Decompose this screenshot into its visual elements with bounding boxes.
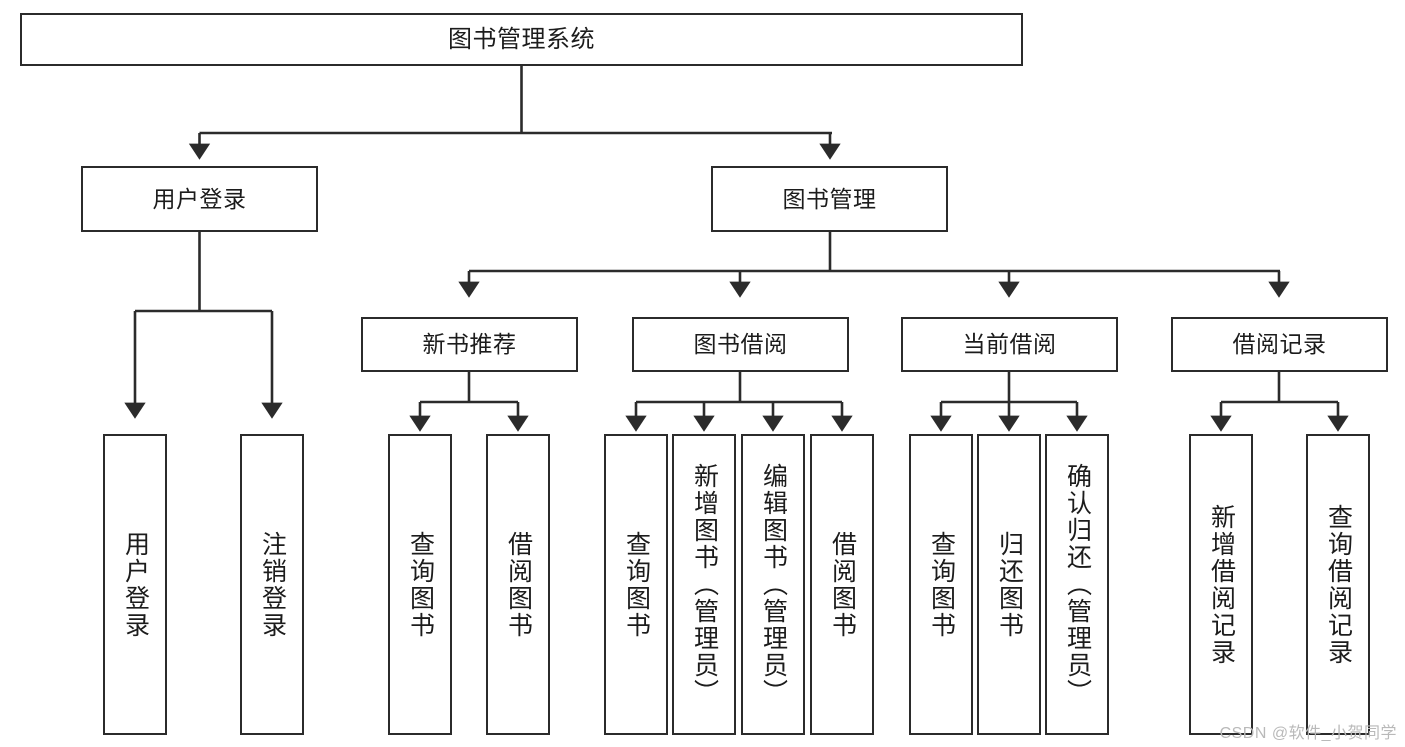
node-leaf-borrow-book-2-label: 借阅图书 — [828, 530, 857, 639]
node-leaf-query-book-2-label: 查询图书 — [622, 530, 651, 639]
node-current-borrow-label: 当前借阅 — [962, 331, 1057, 358]
node-book-borrow[interactable]: 图书借阅 — [632, 317, 849, 372]
node-leaf-query-record[interactable]: 查询借阅记录 — [1306, 434, 1370, 735]
node-user-login[interactable]: 用户登录 — [81, 166, 318, 232]
node-leaf-query-book-1-label: 查询图书 — [406, 530, 435, 639]
node-leaf-query-book-3-label: 查询图书 — [927, 530, 956, 639]
node-new-book-recommend-label: 新书推荐 — [422, 331, 517, 358]
node-leaf-query-book-3[interactable]: 查询图书 — [909, 434, 973, 735]
node-user-login-label: 用户登录 — [152, 185, 247, 212]
node-leaf-confirm-return-label: 确认归还（管理员） — [1063, 463, 1092, 706]
node-root-system[interactable]: 图书管理系统 — [20, 13, 1023, 66]
node-leaf-query-record-label: 查询借阅记录 — [1324, 503, 1353, 666]
node-leaf-query-book-2[interactable]: 查询图书 — [604, 434, 668, 735]
node-new-book-recommend[interactable]: 新书推荐 — [361, 317, 578, 372]
node-leaf-borrow-book-2[interactable]: 借阅图书 — [810, 434, 874, 735]
node-current-borrow[interactable]: 当前借阅 — [901, 317, 1118, 372]
node-leaf-add-record[interactable]: 新增借阅记录 — [1189, 434, 1253, 735]
node-leaf-user-login-label: 用户登录 — [121, 530, 150, 639]
node-leaf-edit-book-label: 编辑图书（管理员） — [759, 463, 788, 706]
node-leaf-borrow-book-1[interactable]: 借阅图书 — [486, 434, 550, 735]
node-borrow-record-label: 借阅记录 — [1232, 331, 1327, 358]
node-leaf-logout-login-label: 注销登录 — [258, 530, 287, 639]
node-leaf-add-record-label: 新增借阅记录 — [1207, 503, 1236, 666]
node-borrow-record[interactable]: 借阅记录 — [1171, 317, 1388, 372]
watermark: CSDN @软件_小贺同学 — [1219, 725, 1397, 742]
node-leaf-confirm-return[interactable]: 确认归还（管理员） — [1045, 434, 1109, 735]
node-leaf-return-book-label: 归还图书 — [995, 530, 1024, 639]
node-book-borrow-label: 图书借阅 — [693, 331, 788, 358]
node-book-manage-label: 图书管理 — [782, 185, 877, 212]
node-leaf-logout-login[interactable]: 注销登录 — [240, 434, 304, 735]
node-leaf-query-book-1[interactable]: 查询图书 — [388, 434, 452, 735]
node-leaf-add-book[interactable]: 新增图书（管理员） — [672, 434, 736, 735]
node-leaf-return-book[interactable]: 归还图书 — [977, 434, 1041, 735]
node-book-manage[interactable]: 图书管理 — [711, 166, 948, 232]
node-leaf-user-login[interactable]: 用户登录 — [103, 434, 167, 735]
node-root-system-label: 图书管理系统 — [448, 25, 595, 53]
node-leaf-add-book-label: 新增图书（管理员） — [690, 463, 719, 706]
node-leaf-borrow-book-1-label: 借阅图书 — [504, 530, 533, 639]
node-leaf-edit-book[interactable]: 编辑图书（管理员） — [741, 434, 805, 735]
